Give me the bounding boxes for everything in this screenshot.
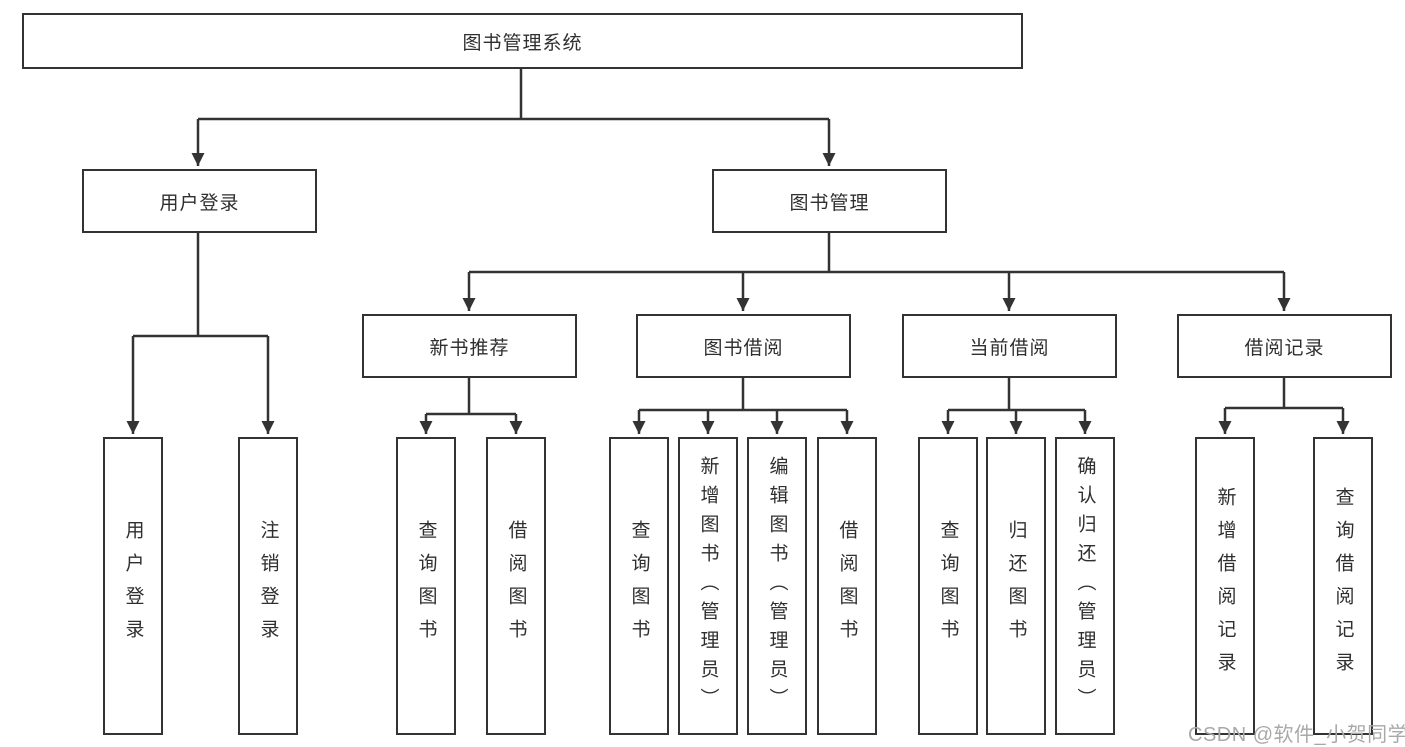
node-book-management-label: 图书管理 [789, 192, 870, 214]
leaf-current-return-books-label: 归还图书 [1005, 520, 1027, 652]
leaf-borrowing-query-books: 查询图书 [609, 437, 669, 735]
leaf-logout-label: 注销登录 [257, 520, 279, 652]
leaf-borrowing-query-books-label: 查询图书 [628, 520, 650, 652]
leaf-borrowing-edit-books-admin-label: 编辑图书（管理员） [766, 455, 788, 717]
leaf-records-query-record: 查询借阅记录 [1313, 437, 1373, 735]
leaf-records-add-record: 新增借阅记录 [1195, 437, 1255, 735]
leaf-newbooks-borrow-books-label: 借阅图书 [505, 520, 527, 652]
leaf-current-return-books: 归还图书 [986, 437, 1046, 735]
leaf-borrowing-borrow-books-label: 借阅图书 [836, 520, 858, 652]
node-current-borrowing-label: 当前借阅 [969, 337, 1050, 359]
leaf-borrowing-borrow-books: 借阅图书 [817, 437, 877, 735]
leaf-newbooks-query-books-label: 查询图书 [415, 520, 437, 652]
leaf-current-confirm-return-admin-label: 确认归还（管理员） [1074, 455, 1096, 717]
leaf-newbooks-borrow-books: 借阅图书 [486, 437, 546, 735]
node-book-borrowing: 图书借阅 [636, 314, 851, 378]
leaf-borrowing-add-books-admin: 新增图书（管理员） [678, 437, 738, 735]
node-borrow-records: 借阅记录 [1177, 314, 1392, 378]
leaf-current-query-books: 查询图书 [918, 437, 978, 735]
node-current-borrowing: 当前借阅 [902, 314, 1117, 378]
node-book-borrowing-label: 图书借阅 [703, 337, 784, 359]
node-new-book-recommend: 新书推荐 [362, 314, 577, 378]
node-new-book-recommend-label: 新书推荐 [429, 337, 510, 359]
leaf-logout: 注销登录 [238, 437, 298, 735]
leaf-current-query-books-label: 查询图书 [937, 520, 959, 652]
leaf-user-login: 用户登录 [103, 437, 163, 735]
leaf-records-query-record-label: 查询借阅记录 [1332, 487, 1354, 685]
node-borrow-records-label: 借阅记录 [1244, 337, 1325, 359]
node-book-management: 图书管理 [712, 169, 947, 233]
node-user-login: 用户登录 [82, 169, 317, 233]
leaf-records-add-record-label: 新增借阅记录 [1214, 487, 1236, 685]
leaf-borrowing-add-books-admin-label: 新增图书（管理员） [697, 455, 719, 717]
leaf-borrowing-edit-books-admin: 编辑图书（管理员） [747, 437, 807, 735]
node-user-login-label: 用户登录 [159, 192, 240, 214]
leaf-newbooks-query-books: 查询图书 [396, 437, 456, 735]
leaf-current-confirm-return-admin: 确认归还（管理员） [1055, 437, 1115, 735]
connector-trunk-lines [133, 69, 1343, 416]
node-root-label: 图书管理系统 [462, 32, 583, 54]
csdn-watermark: CSDN @软件_小贺同学 [1188, 724, 1405, 746]
node-root-system: 图书管理系统 [22, 13, 1023, 69]
leaf-user-login-label: 用户登录 [122, 520, 144, 652]
